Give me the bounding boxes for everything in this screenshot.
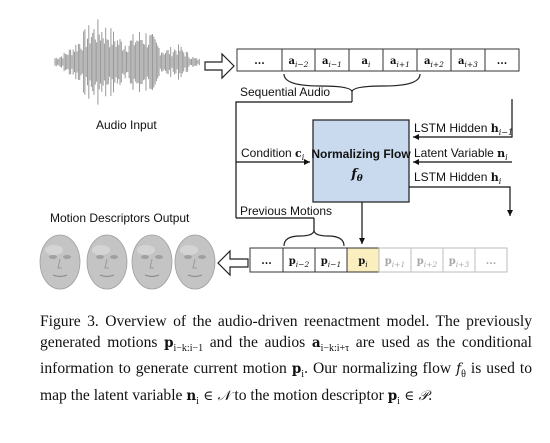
motion-sequence-cell: pi−1	[314, 247, 348, 273]
audio-sequence-cell-label: ...	[254, 56, 264, 67]
motion-sequence-cell-label: pi+3	[449, 256, 470, 269]
motion-sequence-cell: ...	[474, 247, 508, 273]
normalizing-flow-symbol: fθ	[350, 167, 363, 184]
audio-sequence-cell: ai−1	[314, 48, 350, 72]
audio-sequence-cell-label: ai−1	[322, 56, 342, 69]
lstm-hidden-prev-label: LSTM Hidden hi−1	[414, 121, 513, 137]
face-render-icon	[39, 234, 81, 290]
audio-input-label: Audio Input	[96, 118, 157, 132]
latent-variable-label: Latent Variable ni	[414, 146, 508, 162]
motion-sequence-cell: pi	[346, 247, 380, 273]
condition-label: Condition ci	[241, 146, 305, 162]
motion-sequence-cell-label: ...	[261, 256, 271, 267]
face-render-icon	[131, 234, 173, 290]
sequential-audio-line	[235, 101, 352, 150]
motion-sequence-cell-label: pi−1	[321, 256, 341, 269]
motion-sequence-cell: pi+1	[378, 247, 412, 273]
lstm-hidden-cur-label: LSTM Hidden hi	[414, 170, 502, 186]
audio-sequence-cell-label: ai−2	[289, 56, 309, 69]
lstm-hidden-cur-arrow	[409, 186, 513, 216]
motion-sequence-cell-label: pi+2	[417, 256, 438, 269]
face-render-icon	[174, 234, 216, 290]
audio-waveform-icon	[54, 19, 200, 105]
audio-sequence-cell: ai−2	[281, 48, 316, 72]
motion-sequence-cell: pi+2	[410, 247, 444, 273]
motion-sequence-cell-label: pi−2	[289, 256, 310, 269]
motion-sequence-cell: pi−2	[282, 247, 316, 273]
overview-diagram: Audio Input ... ai−2 ai−1 ai ai+1 ai+2 ai+3...…	[39, 19, 520, 290]
audio-sequence-cell: ai	[348, 48, 384, 72]
motion-brace	[283, 229, 345, 247]
audio-sequence-cell-label: ...	[497, 56, 507, 67]
motion-sequence-cell: ...	[249, 247, 284, 273]
audio-sequence-cell-label: ai+2	[424, 56, 444, 69]
face-renders	[39, 234, 216, 290]
motion-output-label: Motion Descriptors Output	[50, 211, 190, 225]
figure-caption: Figure 3. Overview of the audio-driven r…	[40, 313, 533, 407]
previous-motions-label: Previous Motions	[240, 204, 332, 218]
motion-sequence-cell-label: pi	[358, 256, 368, 269]
audio-sequence-cell: ai+2	[416, 48, 452, 72]
sequence-to-faces-arrow	[217, 249, 249, 277]
audio-sequence-cell-label: ai+3	[458, 56, 478, 69]
audio-sequence-cell: ai+3	[450, 48, 486, 72]
lstm-hidden-prev-arrow	[413, 99, 513, 140]
motion-sequence: ... pi−2 pi−1 pi pi+1 pi+2 pi+3...	[249, 247, 508, 273]
audio-sequence: ... ai−2 ai−1 ai ai+1 ai+2 ai+3...	[236, 48, 520, 72]
sequential-audio-label: Sequential Audio	[240, 85, 330, 99]
audio-sequence-cell: ai+1	[382, 48, 418, 72]
normalizing-flow-box	[312, 119, 410, 203]
face-render-icon	[86, 234, 128, 290]
motion-sequence-cell: pi+3	[442, 247, 476, 273]
audio-sequence-cell: ...	[484, 48, 520, 72]
audio-to-sequence-arrow	[204, 52, 235, 80]
normalizing-flow-title: Normalizing Flow	[311, 147, 411, 161]
motion-sequence-cell-label: ...	[486, 256, 496, 267]
audio-sequence-cell: ...	[236, 48, 283, 72]
motion-sequence-cell-label: pi+1	[385, 256, 405, 269]
audio-sequence-cell-label: ai	[362, 56, 371, 69]
audio-sequence-cell-label: ai+1	[390, 56, 410, 69]
